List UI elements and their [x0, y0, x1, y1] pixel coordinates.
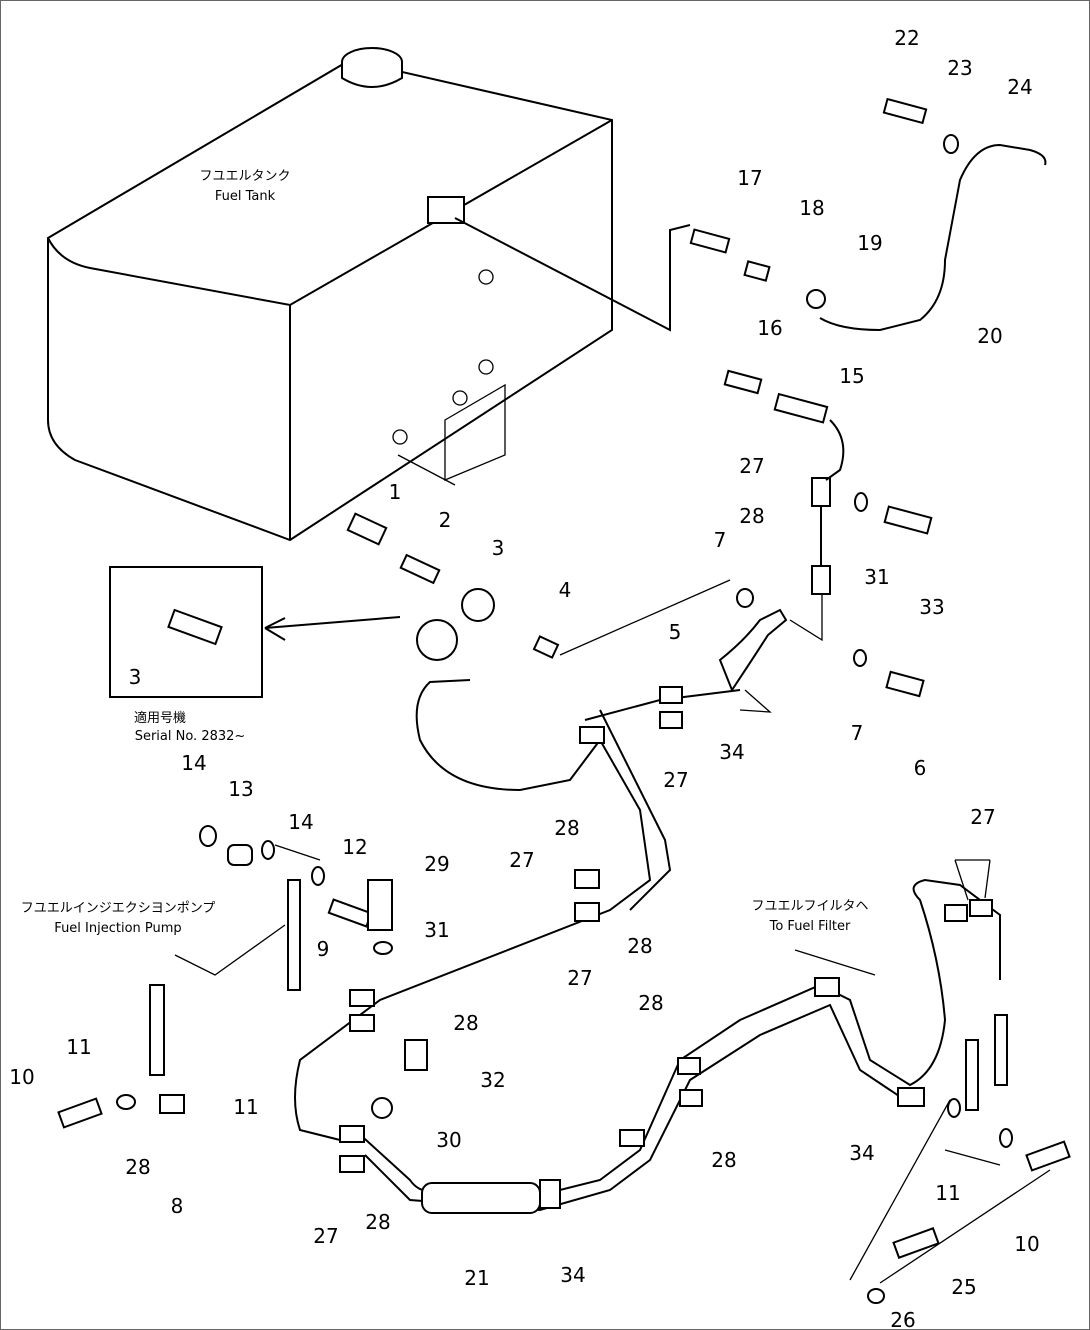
callout-11: 11 — [66, 1035, 91, 1059]
callout-6: 6 — [914, 756, 927, 780]
callout-8: 8 — [171, 1194, 184, 1218]
leader-brackets — [174, 844, 1051, 1284]
callout-20: 20 — [977, 324, 1002, 348]
serial-caption-en: Serial No. 2832~ — [135, 729, 246, 744]
serial-inset — [109, 566, 401, 698]
callout-14: 14 — [181, 751, 206, 775]
callout-28: 28 — [453, 1011, 478, 1035]
callout-27: 27 — [567, 966, 592, 990]
callout-27: 27 — [739, 454, 764, 478]
callout-7: 7 — [714, 528, 727, 552]
callout-27: 27 — [509, 848, 534, 872]
callout-17: 17 — [737, 166, 762, 190]
fuel-tank-caption-jp: フユエルタンク — [199, 169, 290, 184]
hose-protector — [421, 1182, 541, 1214]
callout-9: 9 — [317, 937, 330, 961]
callout-28: 28 — [627, 934, 652, 958]
fuel-hose-loop — [294, 679, 652, 1141]
callout-10: 10 — [1014, 1232, 1039, 1256]
callout-16: 16 — [757, 316, 782, 340]
clamps — [57, 686, 1071, 1304]
callout-26: 26 — [890, 1308, 915, 1330]
callout-12: 12 — [342, 835, 367, 859]
callout-34: 34 — [849, 1141, 874, 1165]
callout-28: 28 — [554, 816, 579, 840]
callout-27: 27 — [970, 805, 995, 829]
callout-28: 28 — [711, 1148, 736, 1172]
callout-28: 28 — [125, 1155, 150, 1179]
serial-caption-jp: 適用号機 — [134, 710, 186, 726]
callout-29: 29 — [424, 852, 449, 876]
callout-19: 19 — [857, 231, 882, 255]
callout-23: 23 — [947, 56, 972, 80]
filter-caption-en: To Fuel Filter — [769, 919, 851, 934]
callout-10: 10 — [9, 1065, 34, 1089]
callout-30: 30 — [436, 1128, 461, 1152]
callout-18: 18 — [799, 196, 824, 220]
filter-caption-jp: フユエルフイルタヘ — [751, 899, 868, 914]
callout-11: 11 — [935, 1181, 960, 1205]
callout-27: 27 — [663, 768, 688, 792]
return-pipe — [454, 217, 691, 332]
callout-4: 4 — [559, 578, 572, 602]
callout-5: 5 — [669, 620, 682, 644]
callout-15: 15 — [839, 364, 864, 388]
callout-1: 1 — [389, 480, 402, 504]
pump-caption-jp: フユエルインジエクシヨンポンプ — [21, 901, 216, 916]
callout-27: 27 — [313, 1224, 338, 1248]
callout-2: 2 — [439, 508, 452, 532]
callout-24: 24 — [1007, 75, 1032, 99]
callout-13: 13 — [228, 777, 253, 801]
callout-31: 31 — [424, 918, 449, 942]
callout-21: 21 — [464, 1266, 489, 1290]
callout-25: 25 — [951, 1275, 976, 1299]
callout-3: 3 — [492, 536, 505, 560]
callout-28: 28 — [739, 504, 764, 528]
breather-pipe — [819, 143, 1047, 332]
callout-labels: 2223241718192016152728313312347537634271… — [9, 26, 1039, 1330]
callout-28: 28 — [638, 991, 663, 1015]
callout-7: 7 — [851, 721, 864, 745]
callout-14: 14 — [288, 810, 313, 834]
callout-28: 28 — [365, 1210, 390, 1234]
callout-34: 34 — [719, 740, 744, 764]
fuel-tank-caption-en: Fuel Tank — [215, 189, 276, 204]
fuel-tank — [47, 47, 613, 542]
callout-22: 22 — [894, 26, 919, 50]
callout-31: 31 — [864, 565, 889, 589]
callout-33: 33 — [919, 595, 944, 619]
callout-3: 3 — [129, 665, 142, 689]
callout-34: 34 — [560, 1263, 585, 1287]
callout-32: 32 — [480, 1068, 505, 1092]
callout-11: 11 — [233, 1095, 258, 1119]
fittings — [346, 97, 959, 713]
pump-caption-en: Fuel Injection Pump — [54, 921, 181, 936]
